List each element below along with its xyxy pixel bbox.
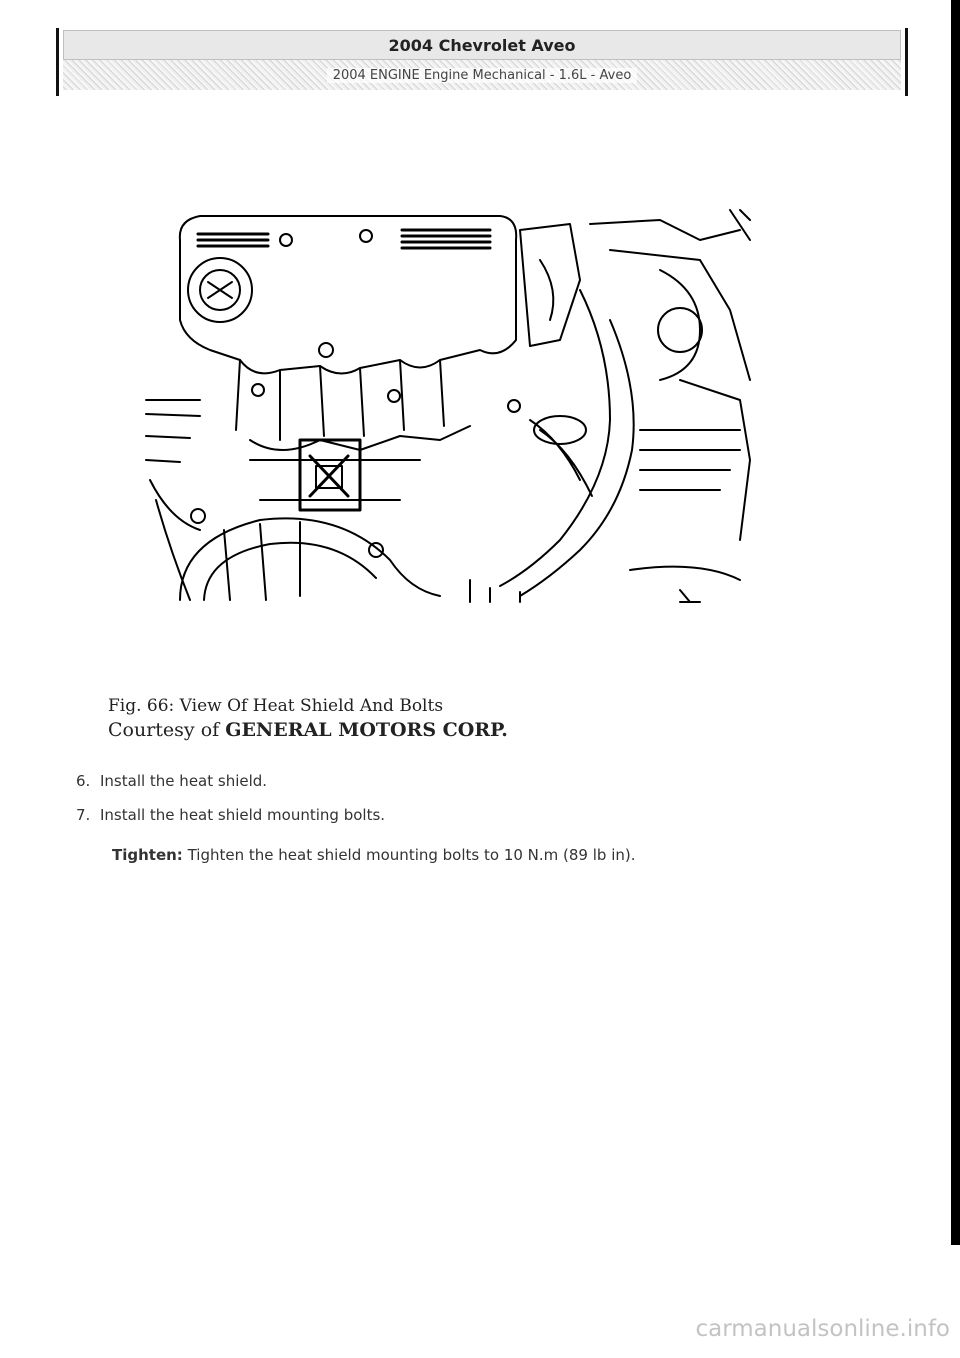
- header-right-rule: [905, 28, 908, 96]
- document-subtitle-bar: 2004 ENGINE Engine Mechanical - 1.6L - A…: [63, 60, 901, 90]
- page-edge-rule: [951, 0, 960, 1245]
- courtesy-prefix: Courtesy of: [108, 719, 220, 741]
- figure-caption: Fig. 66: View Of Heat Shield And Bolts: [108, 696, 444, 716]
- procedure-step: 7. Install the heat shield mounting bolt…: [76, 798, 385, 832]
- tighten-text: Tighten the heat shield mounting bolts t…: [187, 846, 636, 864]
- step-number: 6.: [76, 772, 91, 790]
- figure-courtesy: Courtesy of GENERAL MOTORS CORP.: [108, 718, 508, 742]
- tighten-label: Tighten:: [112, 846, 183, 864]
- page-header: 2004 Chevrolet Aveo 2004 ENGINE Engine M…: [56, 24, 908, 96]
- document-subtitle: 2004 ENGINE Engine Mechanical - 1.6L - A…: [326, 67, 638, 83]
- site-watermark: carmanualsonline.info: [695, 1316, 950, 1342]
- engine-heat-shield-illustration: [145, 209, 751, 603]
- courtesy-name: GENERAL MOTORS CORP.: [225, 719, 508, 741]
- document-title: 2004 Chevrolet Aveo: [63, 30, 901, 60]
- tighten-spec: Tighten: Tighten the heat shield mountin…: [112, 846, 636, 864]
- step-text: Install the heat shield mounting bolts.: [100, 806, 386, 824]
- figure-caption-block: Fig. 66: View Of Heat Shield And Bolts C…: [108, 694, 508, 742]
- step-text: Install the heat shield.: [100, 772, 268, 790]
- header-left-rule: [56, 28, 59, 96]
- procedure-step: 6. Install the heat shield.: [76, 764, 385, 798]
- procedure-steps: 6. Install the heat shield. 7. Install t…: [76, 764, 385, 832]
- step-number: 7.: [76, 806, 91, 824]
